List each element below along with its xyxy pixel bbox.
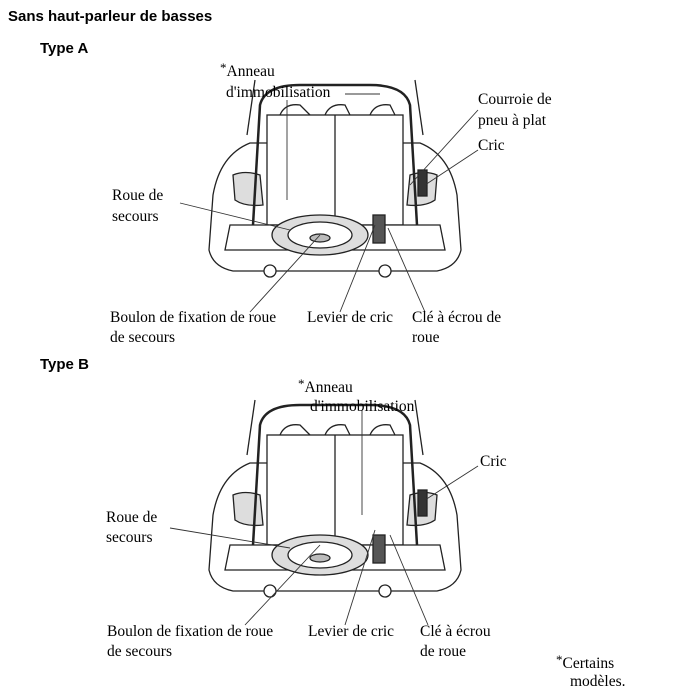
label-anneau-a-2: d'immobilisation: [226, 84, 331, 101]
label-levier-b: Levier de cric: [308, 623, 395, 640]
label-boulon-b-2: de secours: [107, 643, 172, 660]
label-boulon-a-1: Boulon de fixation de roue: [110, 309, 277, 326]
asterisk: *: [298, 376, 305, 391]
label-courroie-1: Courroie de: [478, 91, 552, 108]
label-anneau-b: *Anneau: [298, 376, 353, 396]
leader-lines: [169, 93, 479, 626]
label-cric-b: Cric: [480, 453, 507, 470]
label-anneau-b-2: d'immobilisation: [310, 398, 415, 415]
label-courroie-2: pneu à plat: [478, 112, 547, 129]
label-cle-b-1: Clé à écrou: [420, 623, 491, 640]
car-diagram-type-a: [207, 78, 463, 279]
label-cle-a-2: roue: [412, 329, 440, 346]
asterisk: *: [220, 60, 227, 75]
car-diagram-type-b: [207, 398, 463, 599]
label-boulon-b-1: Boulon de fixation de roue: [107, 623, 274, 640]
section-heading: Sans haut-parleur de basses: [8, 8, 213, 25]
label-roue-a-2: secours: [112, 208, 159, 225]
label-anneau-a: *Anneau: [220, 60, 275, 80]
label-cric-a: Cric: [478, 137, 505, 154]
label-roue-b-2: secours: [106, 529, 153, 546]
label-roue-b-1: Roue de: [106, 509, 158, 526]
type-b-title: Type B: [40, 356, 89, 373]
label-roue-a-1: Roue de: [112, 187, 164, 204]
label-cle-a-1: Clé à écrou de: [412, 309, 502, 326]
label-boulon-a-2: de secours: [110, 329, 175, 346]
footnote-line-2: modèles.: [570, 673, 626, 688]
label-cle-b-2: de roue: [420, 643, 467, 660]
type-a-title: Type A: [40, 40, 89, 57]
label-levier-a: Levier de cric: [307, 309, 394, 326]
footnote-line-1: *Certains: [556, 652, 615, 672]
